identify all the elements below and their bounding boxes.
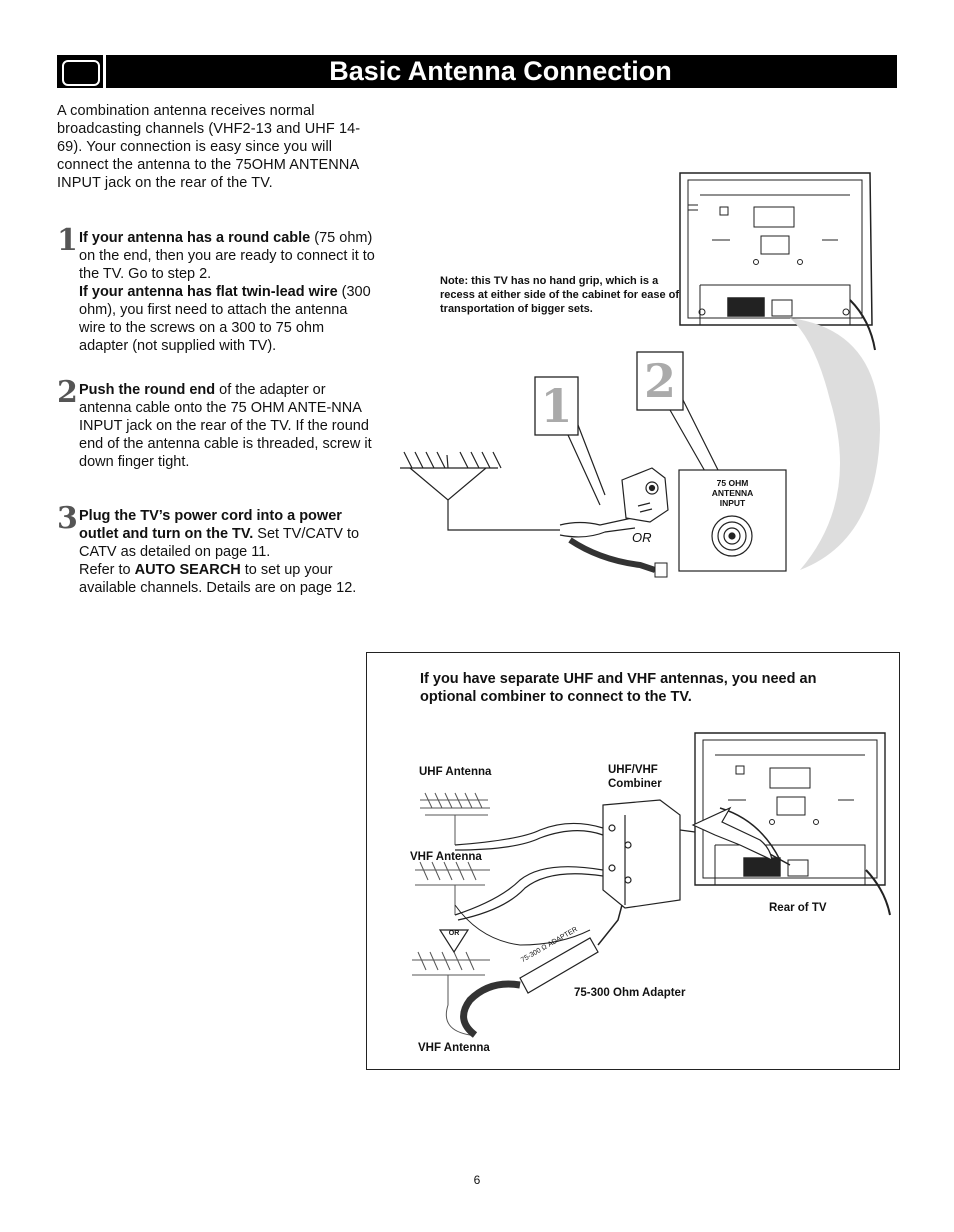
step-bold: AUTO SEARCH [134, 562, 241, 578]
step-bold: Plug the TV’s power cord into a power ou… [79, 508, 342, 542]
page-number: 6 [473, 1173, 481, 1187]
step-text: Push the round end of the adapter or ant… [79, 381, 377, 471]
antenna-input-jack [678, 469, 787, 572]
vhf-antenna-label: VHF Antenna [410, 851, 482, 863]
step-bold: If your antenna has flat twin-lead wire [79, 284, 338, 300]
step-text: If your antenna has a round cable (75 oh… [79, 229, 377, 355]
adapter-illustration [559, 467, 669, 578]
step-body: (75 ohm) on the end, then you are ready … [79, 230, 375, 282]
step-3: 3 Plug the TV’s power cord into a power … [57, 503, 377, 597]
or-label: OR [632, 530, 652, 545]
step-2: 2 Push the round end of the adapter or a… [57, 377, 377, 471]
step-number: 1 [57, 223, 78, 258]
intro-paragraph: A combination antenna receives normal br… [57, 103, 361, 191]
step-body: (300 ohm), you first need to attach the … [79, 284, 371, 354]
header-bar [57, 55, 897, 88]
page-title: Basic Antenna Connection [329, 56, 672, 86]
jack-label: 75 OHM ANTENNA INPUT [679, 478, 786, 508]
step-1: 1 If your antenna has a round cable (75 … [57, 225, 377, 355]
combiner-section-frame [366, 652, 900, 1070]
vhf-antenna-illustration [415, 861, 490, 915]
step-bold: Push the round end [79, 382, 216, 398]
step-bold: If your antenna has a round cable [79, 230, 311, 246]
step-number: 3 [57, 501, 78, 536]
combiner-label-line: Combiner [608, 778, 662, 790]
combiner-heading: If you have separate UHF and VHF antenna… [420, 671, 817, 705]
adapter-label: 75-300 Ohm Adapter [574, 987, 686, 999]
step-number: 2 [57, 375, 78, 410]
or-badge: OR [448, 930, 460, 937]
step-body: Refer to [79, 562, 135, 578]
vhf-antenna-label-2: VHF Antenna [418, 1042, 490, 1054]
antenna-illustration [400, 451, 560, 531]
rear-of-tv-label: Rear of TV [769, 902, 827, 914]
step-body: Set TV/CATV to CATV as detailed on page … [79, 526, 360, 560]
combiner-tv-rear [694, 732, 891, 916]
jack-label-line: ANTENNA [711, 488, 754, 498]
tv-icon [57, 55, 106, 88]
combiner-label-line: UHF/VHF [608, 764, 658, 776]
step-body: of the adapter or antenna cable onto the… [79, 382, 372, 470]
tv-note: Note: this TV has no hand grip, which is… [440, 275, 680, 315]
callout-2 [636, 351, 719, 481]
combiner-label: UHF/VHF Combiner [608, 763, 662, 791]
tv-rear-illustration [679, 172, 876, 351]
uhf-antenna-label: UHF Antenna [419, 766, 492, 778]
jack-label-line: INPUT [719, 498, 746, 508]
callout-1-number: 1 [540, 379, 573, 433]
uhf-antenna-illustration [420, 792, 490, 845]
callout-2-number: 2 [643, 354, 676, 408]
callout-1 [534, 376, 606, 506]
vhf-antenna-2-illustration [412, 951, 490, 1036]
ohm-adapter-illustration [460, 904, 623, 1038]
jack-label-line: 75 OHM [716, 478, 749, 488]
or-badge-shape [438, 929, 470, 954]
combiner-illustration [602, 799, 696, 909]
step-text: Plug the TV’s power cord into a power ou… [79, 507, 377, 597]
step-body: to set up your available channels. Detai… [79, 562, 357, 596]
